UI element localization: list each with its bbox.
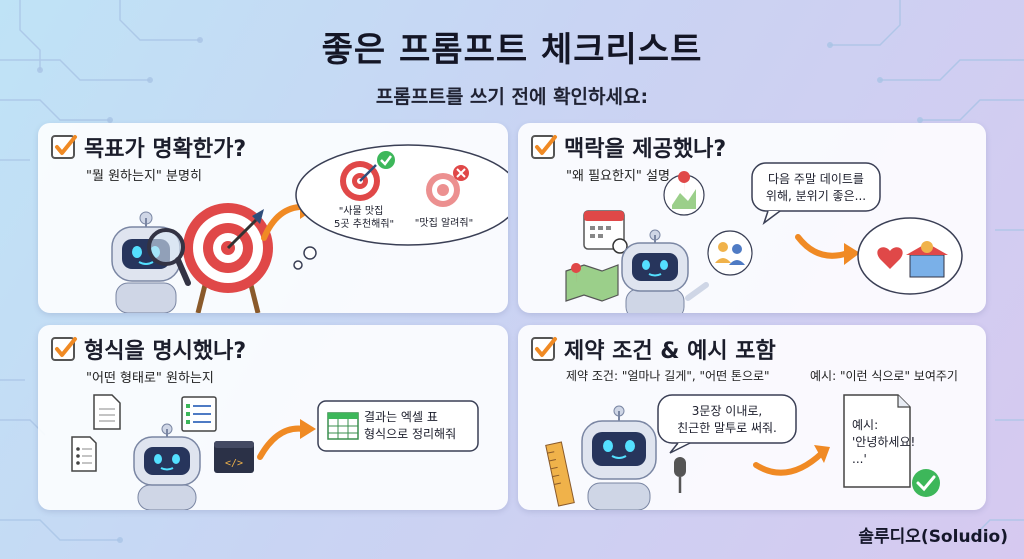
card-goal-title: 목표가 명확한가? <box>84 137 247 162</box>
card-context: 맥락을 제공했나? "왜 필요한지" 설명 <box>518 123 986 313</box>
checkbox-checked-icon <box>531 337 557 361</box>
target-icon <box>183 203 273 313</box>
card-constraints: 제약 조건 & 예시 포함 제약 조건: "얼마나 길게", "어떤 톤으로" … <box>518 325 986 510</box>
document-icon <box>93 394 121 430</box>
checklist-icon <box>71 436 97 472</box>
card-constraints-illustration <box>545 394 940 510</box>
target-good-icon <box>340 161 380 201</box>
target-bad-icon <box>426 173 460 207</box>
robot-icon <box>581 405 657 510</box>
microphone-icon <box>674 457 686 493</box>
checkbox-checked-icon <box>531 135 557 159</box>
bad-example-text: "맛집 알려줘" <box>414 218 474 229</box>
card-goal-illustration <box>111 144 508 313</box>
checkbox-checked-icon <box>51 135 77 159</box>
heart-icon <box>877 247 903 269</box>
card-context-illustration <box>565 162 963 313</box>
restaurant-icon <box>906 241 948 278</box>
constraint-label: 제약 조건: "얼마나 길게", "어떤 톤으로" <box>566 369 770 383</box>
svg-text:</>: </> <box>225 458 243 469</box>
page-title: 좋은 프롬프트 체크리스트 <box>321 30 703 70</box>
speech-bubble <box>751 162 881 212</box>
calendar-icon <box>583 210 628 254</box>
users-icon <box>707 230 753 276</box>
card-format-subtitle: "어떤 형태로" 원하는지 <box>86 371 214 386</box>
card-goal-subtitle: "뭘 원하는지" 분명히 <box>86 169 202 184</box>
example-doc-text: 예시:'안녕하세요!...' <box>852 418 916 466</box>
example-document <box>843 394 911 488</box>
constraint-bubble-text: 3문장 이내로,친근한 말투로 써줘. <box>677 404 777 435</box>
card-goal: 목표가 명확한가? "뭘 원하는지" 분명히 <box>38 123 508 313</box>
card-context-subtitle: "왜 필요한지" 설명 <box>566 169 670 184</box>
list-document-icon <box>181 396 217 432</box>
check-circle-icon <box>912 469 940 497</box>
checkbox-checked-icon <box>51 337 77 361</box>
robot-icon <box>621 229 709 313</box>
card-format-illustration: </> <box>71 394 479 510</box>
x-circle-icon <box>453 165 469 181</box>
speech-bubble <box>657 394 797 444</box>
map-icon <box>565 263 619 302</box>
spreadsheet-icon <box>327 412 359 440</box>
robot-icon <box>133 423 201 510</box>
example-label: 예시: "이런 식으로" 보여주기 <box>810 369 958 383</box>
brand-label: 솔루디오(Soludio) <box>858 527 1008 547</box>
check-circle-icon <box>377 151 395 169</box>
page-subtitle: 프롬프트를 쓰기 전에 확인하세요: <box>375 86 649 108</box>
card-constraints-title: 제약 조건 & 예시 포함 <box>564 339 776 364</box>
map-pin-icon <box>663 171 705 216</box>
card-context-title: 맥락을 제공했나? <box>564 137 727 162</box>
thought-cloud <box>295 144 508 246</box>
magnifier-icon <box>147 228 191 286</box>
ruler-icon <box>545 441 575 507</box>
code-window-icon: </> <box>214 441 254 473</box>
card-format-title: 형식을 명시했나? <box>84 339 247 364</box>
card-format: 형식을 명시했나? "어떤 형태로" 원하는지 </> <box>38 325 508 510</box>
